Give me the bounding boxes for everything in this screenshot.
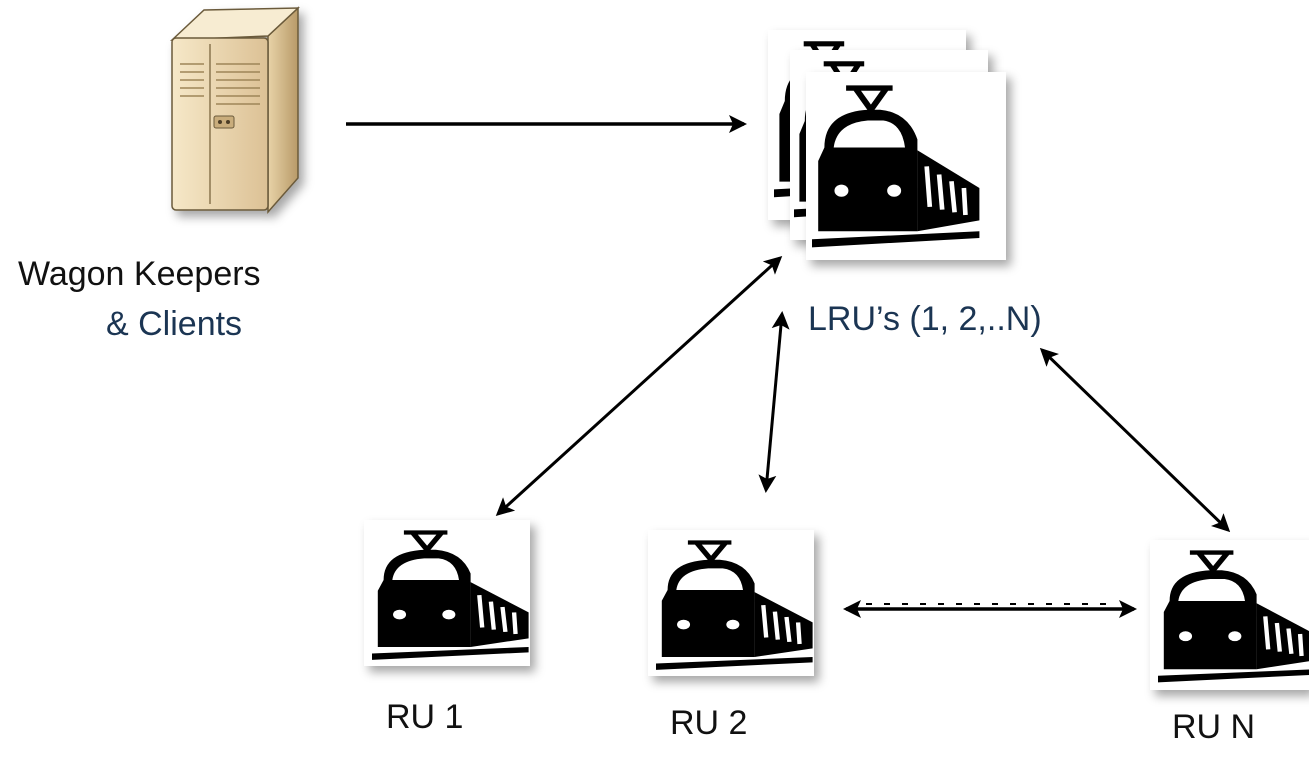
arrow-ru2-run-dashed [843,600,1137,618]
ru2-train-icon [648,530,814,676]
arrow-lru-run [1039,347,1231,533]
arrow-lru-ru2 [758,311,790,493]
server-icon [170,6,300,214]
run-label: RU N [1172,708,1256,746]
keepers-label-line2: & Clients [106,305,243,343]
lru-label: LRU’s (1, 2,..N) [808,300,1042,338]
keepers-label-line1: Wagon Keepers [18,255,261,293]
ru2-label: RU 2 [670,704,748,742]
arrow-lru-ru1 [495,255,783,517]
ru1-train-icon [364,520,530,666]
lru-train-stack [768,30,1006,260]
ru1-label: RU 1 [386,698,464,736]
run-train-icon [1150,540,1309,690]
